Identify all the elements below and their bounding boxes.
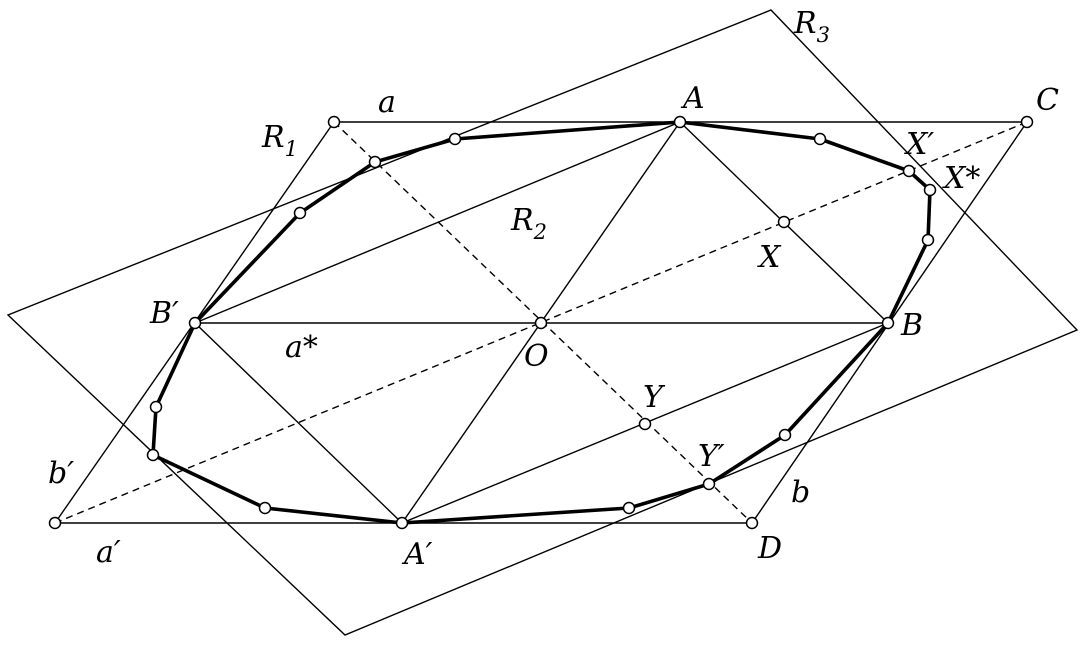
label-R2: R2: [510, 203, 547, 244]
point-aprime-start: [48, 516, 62, 530]
point-Y: [638, 417, 652, 431]
label-Xprime: X′: [904, 127, 934, 162]
point-X: [777, 215, 791, 229]
label-X: X: [757, 240, 782, 275]
rhombus-r3: [6, 9, 1079, 636]
label-B: B: [900, 308, 923, 343]
point-B: [881, 316, 895, 330]
label-R3-letter: R: [793, 6, 817, 41]
label-b-prime: b′: [48, 456, 74, 491]
label-Yprime: Y′: [698, 439, 725, 474]
point-A: [673, 115, 687, 129]
point-O: [534, 316, 548, 330]
label-C: C: [1036, 83, 1059, 118]
point-Xstar: [923, 183, 937, 197]
label-R3-sub: 3: [817, 23, 830, 47]
label-D: D: [757, 531, 782, 566]
point-e1: [448, 132, 462, 146]
point-e4: [813, 132, 827, 146]
point-Xprime: [902, 164, 916, 178]
point-Bprime: [188, 316, 202, 330]
dashed-diagonal-c: [54, 121, 1028, 524]
labels: a A C R1 R2 R3 X′ X* X B′ B a* O Y Y′ b′…: [48, 6, 1059, 572]
point-e6: [778, 428, 792, 442]
label-R3: R3: [793, 6, 830, 47]
point-Yprime: [702, 477, 716, 491]
point-Aprime: [395, 516, 409, 530]
point-e10: [149, 400, 163, 414]
label-R2-sub: 2: [533, 220, 547, 244]
label-b: b: [791, 475, 810, 510]
label-a-star: a*: [285, 330, 318, 365]
label-R1-letter: R: [261, 120, 285, 155]
point-a-start: [327, 115, 341, 129]
label-a: a: [378, 85, 396, 120]
label-R1-sub: 1: [285, 137, 298, 161]
point-e8: [258, 501, 272, 515]
point-e5: [921, 233, 935, 247]
label-Y: Y: [643, 380, 666, 415]
point-D: [745, 516, 759, 530]
label-R1: R1: [261, 120, 298, 161]
points: [48, 115, 1034, 530]
label-O: O: [524, 339, 549, 374]
point-e3: [293, 206, 307, 220]
label-R2-letter: R: [510, 203, 534, 238]
label-a-prime: a′: [96, 535, 121, 570]
line-bprime-a: [194, 121, 681, 324]
line-bprime-aprime: [194, 322, 403, 524]
label-Bprime: B′: [149, 296, 179, 331]
point-e7: [622, 501, 636, 515]
label-Aprime: A′: [401, 537, 433, 572]
point-e9: [146, 448, 160, 462]
point-e2: [368, 155, 382, 169]
label-A: A: [680, 81, 705, 116]
point-C: [1020, 115, 1034, 129]
label-Xstar: X*: [942, 161, 980, 196]
